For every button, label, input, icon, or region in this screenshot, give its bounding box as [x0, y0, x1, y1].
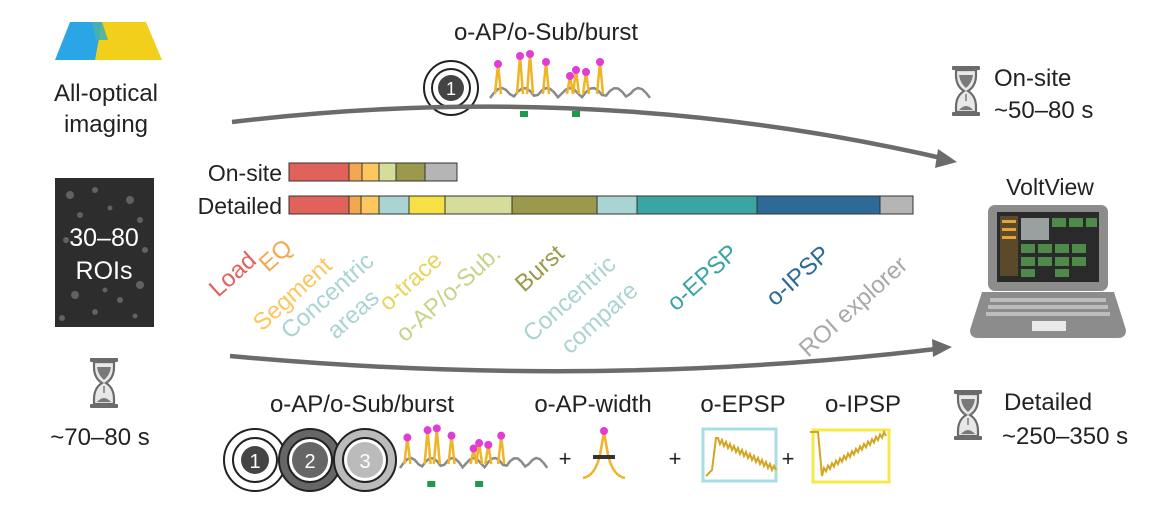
detailed-bar-segment-2: [360, 195, 380, 215]
bottom-trace-burst-mark-1: [475, 481, 484, 487]
detailed-bar: [288, 195, 914, 215]
top-trace-peak-3: [542, 58, 550, 66]
top-trace-spike-7: [595, 61, 605, 95]
svg-text:1: 1: [249, 451, 260, 473]
bottom-trace-peak-5: [475, 439, 484, 448]
detailed-time-line2: ~250–350 s: [1002, 423, 1128, 450]
onsite-bar-segment-3: [378, 162, 397, 182]
ipsp-trace: [810, 428, 891, 484]
app-name: VoltView: [1006, 174, 1094, 200]
step-o-epsp: o-EPSP: [662, 239, 744, 316]
top-trace-burst-mark-0: [520, 111, 528, 117]
top-badge-1: 1: [423, 60, 479, 116]
bottom-spike-trace: [398, 424, 549, 487]
bottom-trace-spike-7: [496, 435, 506, 465]
hourglass-icon: [89, 358, 119, 408]
bottom-title-o-ipsp: o-IPSP: [825, 391, 901, 418]
onsite-bar-segment-4: [395, 162, 426, 182]
bottom-trace-peak-3: [447, 431, 456, 440]
step-eq: EQ: [254, 234, 298, 277]
top-trace-baseline: [489, 86, 651, 100]
bottom-trace-baseline: [398, 456, 549, 470]
plus-sign-3: +: [782, 446, 795, 471]
detailed-bar-label: Detailed: [198, 193, 282, 219]
detailed-bar-segment-8: [636, 195, 758, 215]
top-trace-peak-1: [516, 52, 524, 60]
step-o-ipsp: o-IPSP: [761, 241, 836, 312]
bottom-trace-burst-mark-0: [427, 481, 436, 487]
laptop-icon: [970, 205, 1126, 338]
bottom-trace-peak-6: [484, 440, 493, 449]
bottom-badge-1: 1: [223, 428, 287, 492]
epsp-trace: [701, 427, 778, 483]
bottom-trace-peak-1: [423, 426, 432, 435]
detailed-hourglass-icon: [953, 390, 983, 440]
top-trace-peak-4: [566, 72, 574, 80]
svg-text:1: 1: [446, 79, 456, 99]
detailed-arrow: [229, 345, 945, 374]
plus-sign-2: +: [669, 446, 682, 471]
bottom-badge-3: 3: [333, 428, 397, 492]
bottom-trace-peak-2: [432, 424, 441, 433]
bottom-trace-spike-3: [447, 435, 456, 465]
detailed-bar-segment-6: [511, 195, 598, 215]
detailed-bar-segment-1: [348, 195, 362, 215]
onsite-bar: [288, 162, 458, 182]
detailed-bar-segment-10: [879, 195, 914, 215]
plus-sign-1: +: [559, 446, 572, 471]
detailed-bar-segment-7: [596, 195, 638, 215]
onsite-time-line2: ~50–80 s: [994, 97, 1093, 124]
detailed-bar-segment-0: [288, 195, 350, 215]
top-trace-burst-mark-1: [572, 111, 580, 117]
onsite-arrowhead: [935, 149, 957, 168]
top-trace-spike-1: [515, 55, 525, 95]
detailed-bar-segment-4: [408, 195, 446, 215]
all-optical-label-line2: imaging: [64, 111, 148, 138]
onsite-bar-segment-0: [288, 162, 350, 182]
top-trace-peak-7: [596, 58, 604, 66]
detailed-arrowhead: [932, 339, 952, 357]
svg-text:3: 3: [359, 451, 370, 473]
roi-image: [55, 178, 154, 327]
detailed-bar-segment-9: [756, 195, 881, 215]
bottom-title-o-epsp: o-EPSP: [700, 391, 785, 418]
onsite-arrow: [231, 104, 951, 163]
onsite-time-line1: On-site: [994, 65, 1071, 92]
detailed-bar-segment-3: [378, 195, 410, 215]
ap-width-spike: [582, 427, 626, 480]
onsite-bar-segment-1: [348, 162, 363, 182]
detailed-bar-segment-5: [444, 195, 513, 215]
bottom-badge-2: 2: [278, 428, 342, 492]
bottom-trace-peak-7: [497, 431, 506, 440]
onsite-bar-label: On-site: [208, 160, 282, 186]
bottom-title-o-ap-width: o-AP-width: [534, 391, 651, 418]
all-optical-label-line1: All-optical: [54, 80, 158, 107]
top-trace-peak-2: [526, 50, 534, 58]
onsite-hourglass-icon: [951, 66, 981, 116]
step-load: Load: [204, 247, 262, 303]
onsite-bar-segment-2: [361, 162, 380, 182]
top-pipeline-title: o-AP/o-Sub/burst: [454, 19, 638, 46]
roi-count-line1: 30–80: [69, 224, 139, 252]
top-trace-spike-2: [525, 53, 535, 95]
step-labels: Load EQ Segment Concentric areas o-trace…: [204, 234, 913, 362]
bottom-title-o-ap-o-sub-burst: o-AP/o-Sub/burst: [270, 391, 454, 418]
onsite-bar-segment-5: [424, 162, 458, 182]
all-optical-icon: [55, 22, 162, 60]
top-trace-peak-6: [582, 68, 590, 76]
top-trace-peak-0: [494, 60, 502, 68]
detailed-time-line1: Detailed: [1004, 389, 1092, 416]
roi-count-line2: ROIs: [76, 257, 133, 285]
total-time-label: ~70–80 s: [50, 424, 149, 451]
svg-text:2: 2: [304, 451, 315, 473]
top-trace-peak-5: [572, 66, 580, 74]
bottom-trace-peak-4: [469, 444, 478, 453]
top-spike-trace: [489, 50, 651, 117]
bottom-trace-spike-2: [432, 428, 442, 465]
bottom-trace-peak-0: [403, 433, 412, 442]
